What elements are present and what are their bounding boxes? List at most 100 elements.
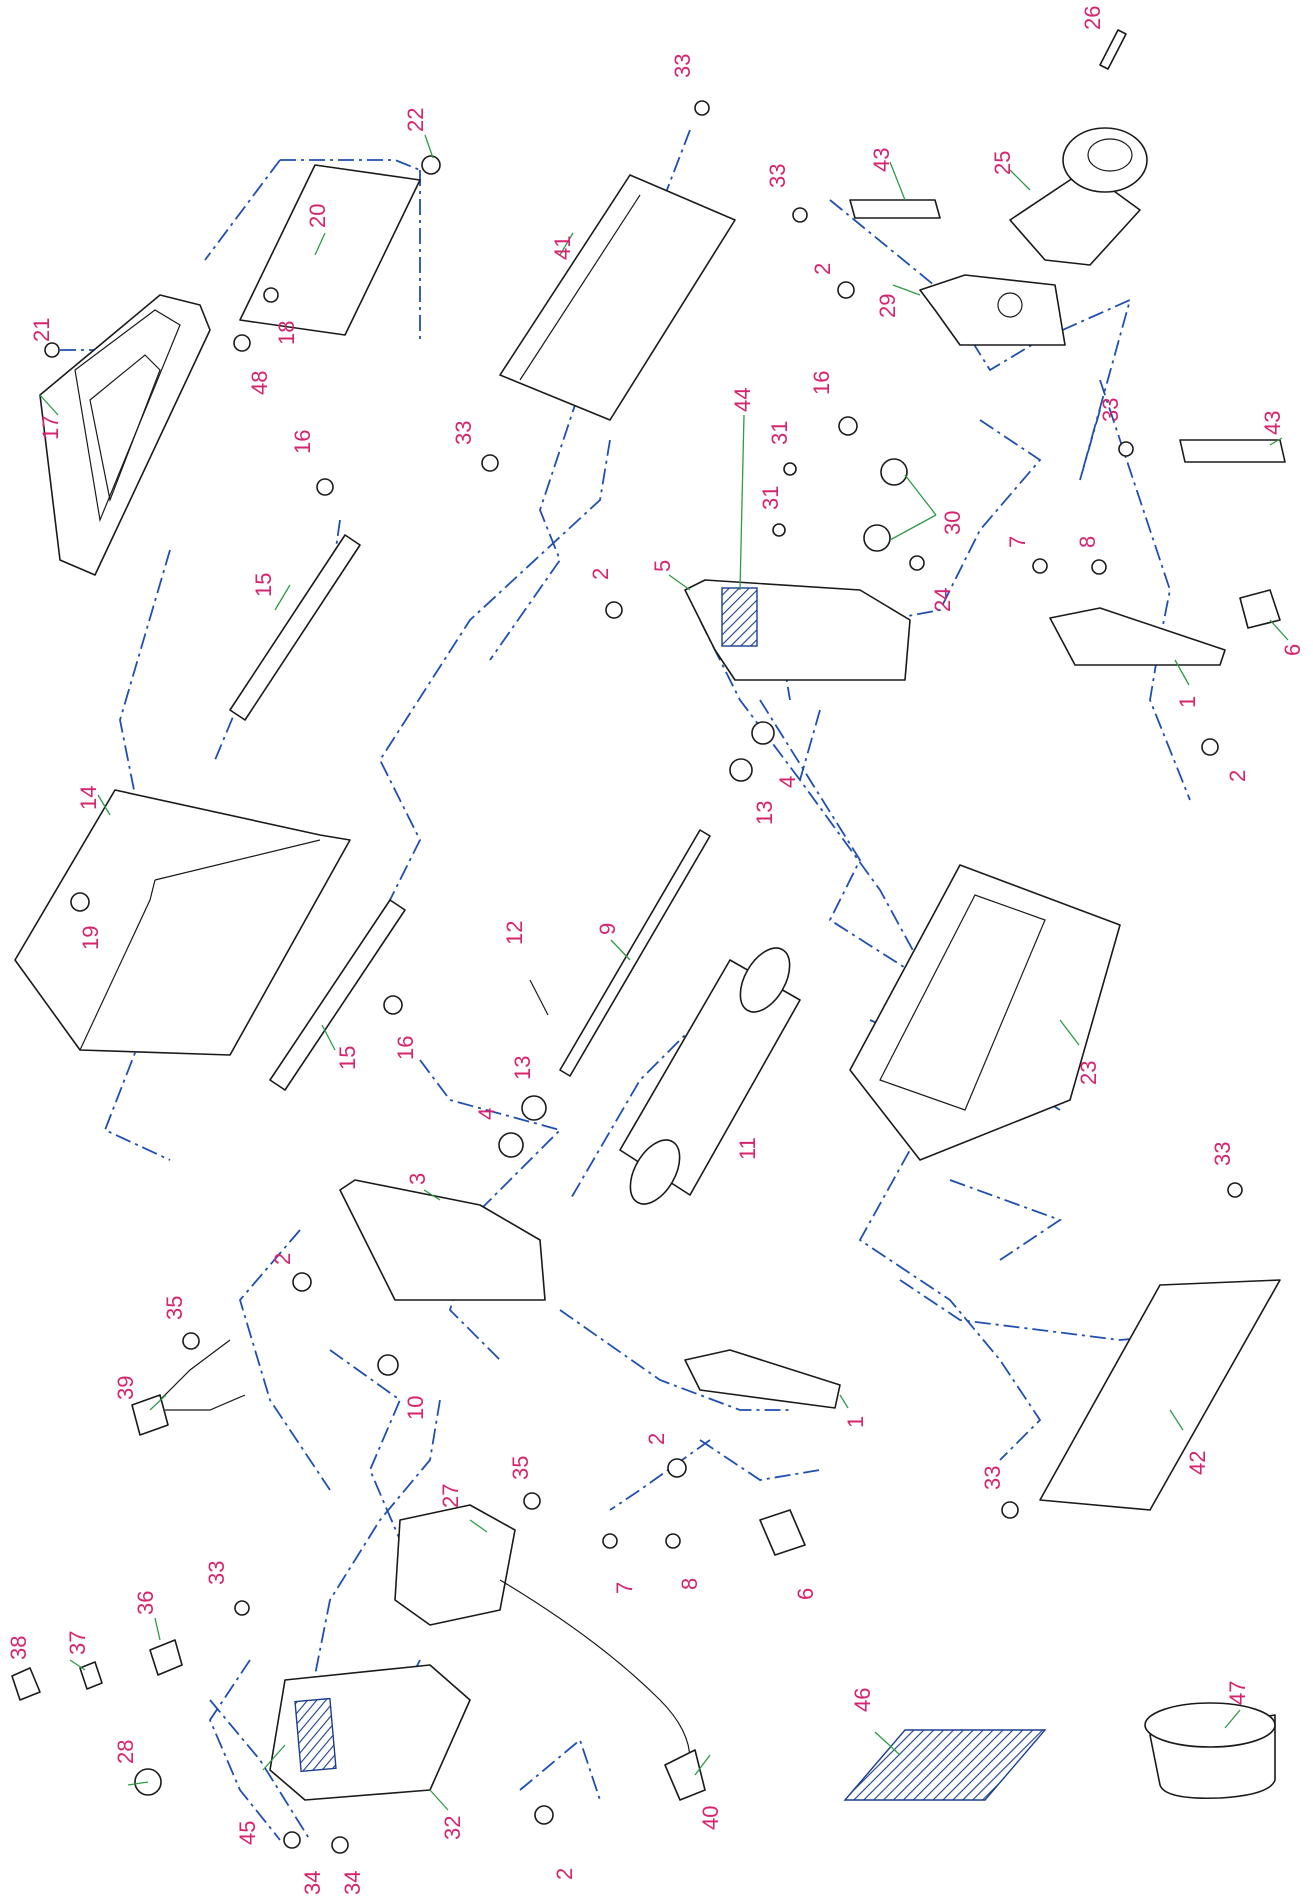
callout-2-b: 2 bbox=[588, 568, 613, 580]
part-15-blade-upper bbox=[229, 534, 361, 721]
callout-22: 22 bbox=[403, 108, 428, 132]
callout-4-right: 4 bbox=[775, 776, 800, 788]
callout-8-b: 8 bbox=[677, 1578, 702, 1590]
fastener-2b bbox=[605, 601, 623, 619]
fastener-31b bbox=[772, 523, 786, 537]
fastener-33d bbox=[1118, 441, 1134, 457]
callout-34-a: 34 bbox=[300, 1871, 325, 1895]
callout-21: 21 bbox=[29, 318, 54, 342]
fastener-34a bbox=[283, 1831, 301, 1849]
part-36-switch bbox=[149, 1639, 183, 1676]
part-39-harness bbox=[131, 1339, 246, 1436]
fastener-21 bbox=[44, 342, 60, 358]
fastener-33b bbox=[792, 207, 808, 223]
callout-3: 3 bbox=[405, 1173, 430, 1185]
callout-48: 48 bbox=[247, 371, 272, 395]
callout-29: 29 bbox=[875, 294, 900, 318]
callout-2-a: 2 bbox=[810, 263, 835, 275]
callout-36: 36 bbox=[133, 1591, 158, 1615]
callout-28: 28 bbox=[113, 1740, 138, 1764]
callout-7-a: 7 bbox=[1005, 536, 1030, 548]
fastener-19 bbox=[70, 892, 90, 912]
part-1-guard-left bbox=[684, 1349, 841, 1409]
callout-18: 18 bbox=[274, 321, 299, 345]
callout-33-e: 33 bbox=[1210, 1142, 1235, 1166]
part-4-bearing-left bbox=[498, 1132, 524, 1158]
callout-40: 40 bbox=[698, 1806, 723, 1830]
callout-33-d: 33 bbox=[1098, 398, 1123, 422]
fastener-16c bbox=[838, 416, 858, 436]
parts bbox=[11, 29, 1286, 1854]
callout-15-lower: 15 bbox=[335, 1046, 360, 1070]
part-40-cord bbox=[499, 1579, 706, 1801]
fastener-12 bbox=[529, 979, 549, 1016]
part-14-hopper bbox=[14, 789, 351, 1056]
callout-31-b: 31 bbox=[758, 486, 783, 510]
part-17-top-cover bbox=[39, 294, 211, 576]
callout-44: 44 bbox=[730, 388, 755, 412]
fastener-22 bbox=[421, 155, 441, 175]
callout-4-left: 4 bbox=[474, 1108, 499, 1120]
fastener-35a bbox=[182, 1332, 200, 1350]
callout-24: 24 bbox=[930, 588, 955, 612]
callout-16-upper: 16 bbox=[290, 430, 315, 454]
part-46-sheet bbox=[843, 1729, 1047, 1801]
callout-23: 23 bbox=[1076, 1061, 1101, 1085]
callout-6-a: 6 bbox=[1280, 644, 1305, 656]
fastener-2d bbox=[292, 1272, 312, 1292]
callout-34-b: 34 bbox=[340, 1871, 365, 1895]
part-43-strip-a bbox=[849, 199, 941, 219]
fastener-8b bbox=[665, 1533, 681, 1549]
callout-5: 5 bbox=[650, 560, 675, 572]
callout-20: 20 bbox=[305, 204, 330, 228]
callout-32: 32 bbox=[440, 1816, 465, 1840]
part-29-bracket bbox=[919, 274, 1066, 346]
callout-2-f: 2 bbox=[552, 1868, 577, 1880]
part-10-ring bbox=[377, 1354, 399, 1376]
fastener-33a bbox=[694, 100, 710, 116]
callout-19: 19 bbox=[78, 926, 103, 950]
callout-33-a: 33 bbox=[670, 54, 695, 78]
part-13-washer-left bbox=[521, 1095, 547, 1121]
part-23-chute bbox=[849, 864, 1121, 1161]
part-5-side-bracket bbox=[684, 579, 911, 681]
fastener-8a bbox=[1091, 559, 1107, 575]
fastener-7b bbox=[602, 1533, 618, 1549]
part-43-strip-b bbox=[1179, 439, 1286, 463]
callout-10: 10 bbox=[403, 1396, 428, 1420]
fastener-2c bbox=[1201, 738, 1219, 756]
callout-37: 37 bbox=[65, 1631, 90, 1655]
callout-12: 12 bbox=[502, 921, 527, 945]
callout-43-a: 43 bbox=[869, 148, 894, 172]
callout-41: 41 bbox=[550, 236, 575, 260]
callout-35-b: 35 bbox=[508, 1456, 533, 1480]
callout-7-b: 7 bbox=[612, 1582, 637, 1594]
callout-27: 27 bbox=[438, 1484, 463, 1508]
callout-2-e: 2 bbox=[644, 1433, 669, 1445]
part-13-washer-right bbox=[729, 758, 753, 782]
fastener-24 bbox=[909, 555, 925, 571]
callout-31-a: 31 bbox=[767, 421, 792, 445]
callout-47: 47 bbox=[1225, 1681, 1250, 1705]
callout-2-d: 2 bbox=[270, 1253, 295, 1265]
fastener-2a bbox=[837, 281, 855, 299]
callout-17: 17 bbox=[38, 416, 63, 440]
callout-6-b: 6 bbox=[793, 1588, 818, 1600]
callout-25: 25 bbox=[990, 151, 1015, 175]
callout-38: 38 bbox=[6, 1636, 31, 1660]
callout-13-right: 13 bbox=[752, 801, 777, 825]
callout-13-left: 13 bbox=[510, 1056, 535, 1080]
fastener-31a bbox=[783, 462, 797, 476]
part-20-plate bbox=[239, 164, 421, 336]
part-47-cup bbox=[1144, 1702, 1276, 1800]
part-15-blade-lower bbox=[269, 899, 406, 1091]
part-4-bearing-right bbox=[751, 721, 775, 745]
fastener-26 bbox=[1099, 29, 1127, 70]
fastener-34b bbox=[331, 1836, 349, 1854]
part-30-gears bbox=[863, 458, 908, 552]
part-3-side-bracket bbox=[339, 1179, 546, 1301]
fastener-35b bbox=[523, 1492, 541, 1510]
part-11-roller bbox=[619, 947, 801, 1205]
fastener-48 bbox=[233, 334, 251, 352]
